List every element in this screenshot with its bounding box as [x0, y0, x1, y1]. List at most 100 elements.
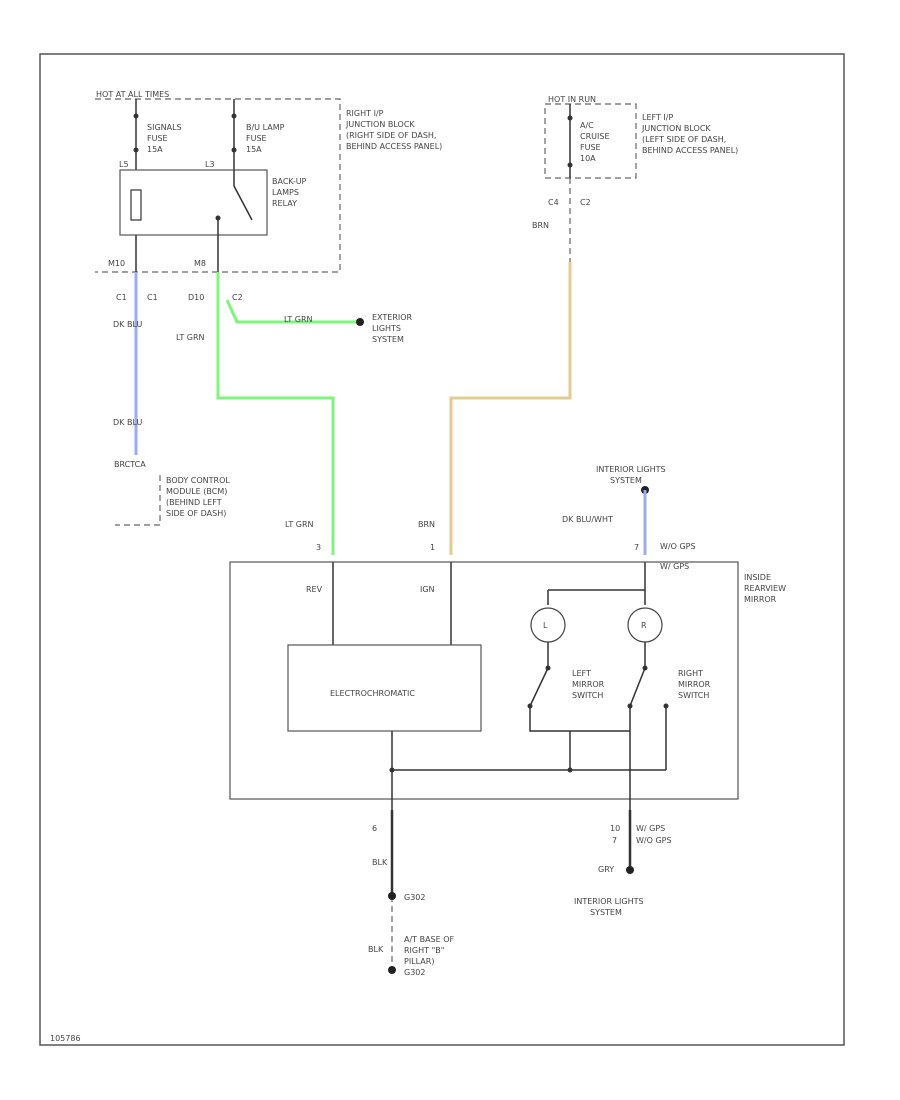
pin-6: 6	[372, 824, 377, 833]
left-jb-line4: BEHIND ACCESS PANEL)	[642, 146, 738, 155]
gry-label: GRY	[598, 865, 614, 874]
ground-icon	[388, 966, 396, 974]
lt-grn-branch-wire	[225, 299, 360, 324]
interior-bottom-line2: SYSTEM	[590, 908, 622, 917]
bcm-connector: BRCTCA	[114, 460, 146, 469]
connector-m10: M10	[108, 259, 125, 268]
left-bulb-symbol: L	[543, 621, 548, 630]
right-switch-line2: MIRROR	[678, 680, 711, 689]
right-jb-line3: (RIGHT SIDE OF DASH,	[346, 131, 436, 140]
pin-note-bot-b: W/O GPS	[636, 836, 672, 845]
exterior-lights-connector-icon	[356, 318, 364, 326]
hot-in-run-label: HOT IN RUN	[548, 95, 596, 104]
connector-c2: C2	[232, 293, 243, 302]
interior-bottom-line1: INTERIOR LIGHTS	[574, 897, 644, 906]
fuse1-line3: 15A	[147, 145, 163, 154]
pin-3: 3	[316, 543, 321, 552]
hot-at-all-times-label: HOT AT ALL TIMES	[96, 90, 169, 99]
bcm-line4: SIDE OF DASH)	[166, 509, 226, 518]
ign-label: IGN	[420, 585, 435, 594]
pin-7: 7	[634, 543, 639, 552]
rev-label: REV	[306, 585, 323, 594]
relay-line1: BACK-UP	[272, 177, 307, 186]
interior-top-line1: INTERIOR LIGHTS	[596, 465, 666, 474]
pin-10: 10	[610, 824, 620, 833]
dk-blu-label-2: DK BLU	[113, 418, 142, 427]
blk-label-2: BLK	[368, 945, 384, 954]
exterior-line3: SYSTEM	[372, 335, 404, 344]
fuse-terminal-icon	[231, 113, 237, 119]
blk-label-1: BLK	[372, 858, 388, 867]
figure-id: 105786	[50, 1034, 81, 1043]
fuse2-line2: FUSE	[246, 134, 267, 143]
right-mirror-switch-icon	[629, 667, 646, 707]
left-switch-line3: SWITCH	[572, 691, 603, 700]
interior-top-line2: SYSTEM	[610, 476, 642, 485]
relay-line2: LAMPS	[272, 188, 299, 197]
fuse1-line2: FUSE	[147, 134, 168, 143]
left-jb-line3: (LEFT SIDE OF DASH,	[642, 135, 726, 144]
fuse-terminal-icon	[567, 162, 573, 168]
fuse-terminal-icon	[133, 147, 139, 153]
relay-coil-icon	[130, 189, 142, 221]
lt-grn-wire	[216, 272, 335, 555]
left-junction-block: HOT IN RUN A/C CRUISE FUSE 10A LEFT I/P …	[532, 95, 738, 230]
right-jb-line2: JUNCTION BLOCK	[345, 120, 415, 129]
backup-lamps-relay	[119, 169, 268, 236]
relay-pin-right: L3	[205, 160, 215, 169]
mirror-line2: REARVIEW	[744, 584, 786, 593]
mirror-line3: MIRROR	[744, 595, 777, 604]
bcm-line1: BODY CONTROL	[166, 476, 230, 485]
fuse-terminal-icon	[133, 113, 139, 119]
pin-note-top-a: W/O GPS	[660, 542, 696, 551]
g302-label: G302	[404, 893, 425, 902]
exterior-line2: LIGHTS	[372, 324, 401, 333]
inside-rearview-mirror	[229, 561, 739, 800]
interior-bottom-connector-icon	[626, 866, 634, 874]
left-switch-line2: MIRROR	[572, 680, 605, 689]
ground-loc-line1: A/T BASE OF	[404, 935, 455, 944]
right-junction-block: HOT AT ALL TIMES RIGHT I/P JUNCTION BLOC…	[95, 90, 442, 273]
right-jb-line1: RIGHT I/P	[346, 109, 384, 118]
connector-c1-a: C1	[116, 293, 127, 302]
ground-loc-line2: RIGHT "B"	[404, 946, 444, 955]
lt-grn-label-2: LT GRN	[285, 520, 314, 529]
diagram-frame	[39, 53, 845, 1046]
bcm-line3: (BEHIND LEFT	[166, 498, 222, 507]
ground-loc-line3: PILLAR)	[404, 957, 434, 966]
left-jb-line1: LEFT I/P	[642, 113, 673, 122]
brn-label-top: BRN	[532, 221, 549, 230]
pin-1: 1	[430, 543, 435, 552]
connector-c1-b: C1	[147, 293, 158, 302]
pin-7b: 7	[612, 836, 617, 845]
connector-m8: M8	[194, 259, 206, 268]
fuse2-line1: B/U LAMP	[246, 123, 285, 132]
fuse3-line4: 10A	[580, 154, 596, 163]
pin-note-top-b: W/ GPS	[660, 562, 689, 571]
left-mirror-switch-icon	[529, 667, 549, 707]
electrochromatic-module	[287, 644, 482, 732]
mirror-line1: INSIDE	[744, 573, 771, 582]
fuse3-line2: CRUISE	[580, 132, 610, 141]
fuse1-line1: SIGNALS	[147, 123, 182, 132]
connector-c4: C4	[548, 198, 559, 207]
fuse2-line3: 15A	[246, 145, 262, 154]
connector-c2-left: C2	[580, 198, 591, 207]
fuse-terminal-icon	[231, 147, 237, 153]
ground-loc-line4: G302	[404, 968, 425, 977]
electrochromatic-label: ELECTROCHROMATIC	[330, 689, 415, 698]
left-bulb-icon	[530, 607, 566, 643]
dk-blu-wht-label: DK BLU/WHT	[562, 515, 613, 524]
right-bulb-symbol: R	[641, 621, 647, 630]
dk-blu-label-1: DK BLU	[113, 320, 142, 329]
ground-splice-icon	[388, 892, 396, 900]
fuse3-line1: A/C	[580, 121, 594, 130]
lt-grn-label-1: LT GRN	[176, 333, 205, 342]
right-jb-line4: BEHIND ACCESS PANEL)	[346, 142, 442, 151]
relay-pin-left: L5	[119, 160, 129, 169]
relay-switch-icon	[233, 185, 253, 221]
brn-wire	[449, 262, 572, 555]
fuse3-line3: FUSE	[580, 143, 601, 152]
right-switch-line1: RIGHT	[678, 669, 703, 678]
